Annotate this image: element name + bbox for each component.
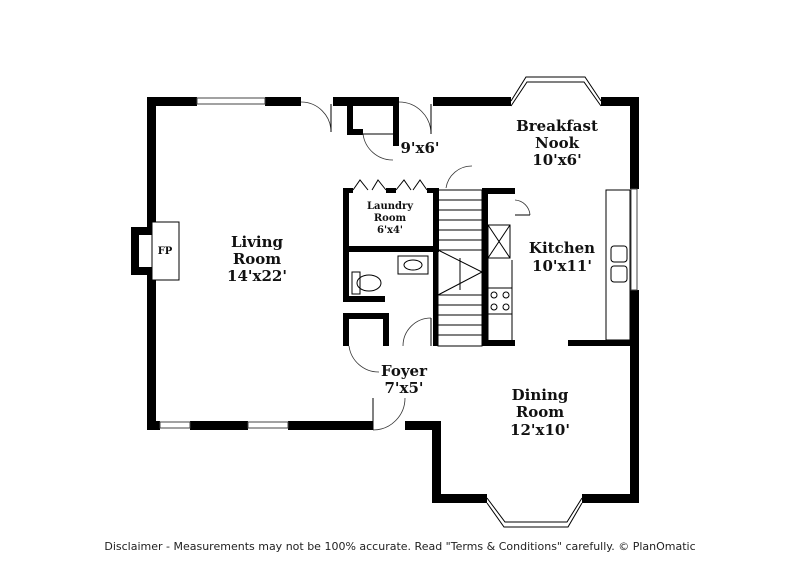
laundry-room-size: 6'x4' — [377, 225, 403, 236]
disclaimer-text: Disclaimer - Measurements may not be 100… — [104, 540, 696, 553]
kitchen-fixtures — [487, 189, 631, 341]
kitchen-size: 10'x11' — [532, 257, 592, 275]
living-room-size: 14'x22' — [227, 267, 287, 285]
closet-size: 9'x6' — [400, 139, 439, 157]
kitchen-label: Kitchen — [529, 239, 595, 257]
interior-walls — [343, 106, 639, 346]
dining-room-size: 12'x10' — [510, 421, 570, 439]
room-labels: Breakfast Nook 10'x6' 9'x6' Laundry Room… — [227, 117, 598, 439]
breakfast-nook-size: 10'x6' — [532, 151, 581, 169]
fireplace: FP — [131, 221, 180, 281]
breakfast-nook-label-line2: Nook — [535, 134, 580, 152]
staircase — [437, 189, 484, 347]
doors — [300, 101, 473, 431]
bathroom-fixtures — [351, 255, 429, 295]
windows — [159, 76, 638, 528]
living-room-label: Living — [231, 233, 284, 251]
dining-room-label-line2: Room — [516, 403, 564, 421]
fireplace-label: FP — [158, 246, 173, 257]
exterior-walls — [147, 97, 639, 503]
floor-plan: FP — [131, 76, 639, 528]
breakfast-nook-label: Breakfast — [516, 117, 598, 135]
foyer-size: 7'x5' — [384, 379, 423, 397]
foyer-label: Foyer — [381, 362, 428, 380]
living-room-label-line2: Room — [233, 250, 281, 268]
dining-room-label: Dining — [512, 386, 569, 404]
laundry-room-label-line2: Room — [374, 213, 407, 224]
laundry-room-label: Laundry — [367, 201, 414, 212]
